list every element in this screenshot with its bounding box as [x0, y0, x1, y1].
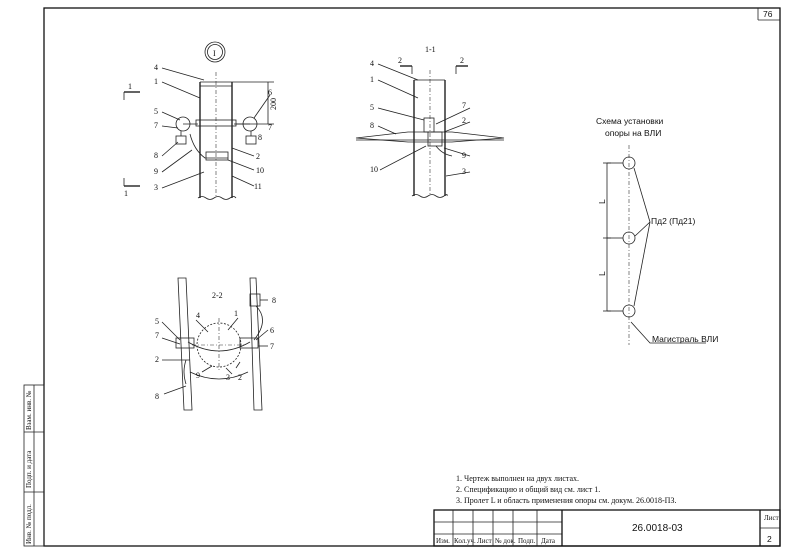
section-title: 2-2: [212, 291, 223, 300]
callout: 10: [370, 165, 378, 174]
title-block: 26.0018-03 Лист 2 Изм. Кол.уч. Лист № до…: [433, 509, 781, 547]
doc-code: 26.0018-03: [632, 523, 683, 534]
callout: 5: [370, 103, 374, 112]
callout: 2: [238, 373, 242, 382]
callout: 9: [462, 151, 466, 160]
callout: 8: [272, 296, 276, 305]
callout: 5: [155, 317, 159, 326]
col-kol-uch: Кол.уч.: [454, 537, 476, 545]
stamp-podp-data: Подп. и дата: [25, 450, 33, 488]
col-izm: Изм.: [436, 537, 450, 545]
callout: 2: [462, 116, 466, 125]
callout: 9: [154, 167, 158, 176]
span-L1: L: [597, 199, 607, 204]
view-section-1-1: 1-1 2 2: [355, 45, 505, 198]
mainline-label: Магистраль ВЛИ: [652, 334, 718, 344]
installation-scheme: Схема установки опоры на ВЛИ L L Пд2 (Пд…: [596, 116, 718, 345]
callout: 4: [196, 311, 200, 320]
note-2: 2. Спецификацию и общий вид см. лист 1.: [456, 485, 601, 494]
callout: 6: [270, 326, 274, 335]
callout: 4: [370, 59, 374, 68]
stamp-inv-podl: Инв. № подл.: [25, 504, 33, 544]
view-front: I 200 1 1: [123, 41, 278, 200]
callout: 4: [154, 63, 158, 72]
callout: 8: [258, 133, 262, 142]
side-stamp: Взам. инв. № Подп. и дата Инв. № подл.: [23, 384, 45, 547]
callout: 3: [154, 183, 158, 192]
dim-200: 200: [269, 98, 278, 110]
note-3: 3. Пролет L и область применения опоры с…: [456, 496, 677, 505]
callout: 7: [268, 123, 272, 132]
view-section-2-2: 2-2: [161, 277, 269, 411]
section-mark-b: 2: [460, 56, 464, 65]
sheet-value: 2: [767, 534, 772, 544]
scheme-title-line1: Схема установки: [596, 116, 664, 126]
callout: 8: [154, 151, 158, 160]
callout: 3: [462, 167, 466, 176]
callout: 7: [462, 101, 466, 110]
view-section-2-2-callouts: 8 5 4 1 7 6 7 2 9 3 2 8: [155, 296, 276, 401]
view-section-1-1-callouts: 4 1 5 7 8 2 9 10 3: [370, 59, 466, 176]
callout: 1: [370, 75, 374, 84]
view-marker-label: I: [213, 49, 216, 58]
scheme-title-line2: опоры на ВЛИ: [605, 128, 661, 138]
callout: 6: [268, 88, 272, 97]
drawing-frame: [43, 7, 781, 547]
callout: 5: [154, 107, 158, 116]
section-mark-top: 1: [128, 82, 132, 91]
view-marker-circle: [204, 41, 226, 63]
callout: 10: [256, 166, 264, 175]
section-mark-bottom: 1: [124, 189, 128, 198]
col-list: Лист: [477, 537, 492, 545]
callout: 1: [154, 77, 158, 86]
col-podp: Подп.: [518, 537, 536, 545]
callout: 11: [254, 182, 262, 191]
sheet-number: 76: [763, 9, 773, 19]
section-mark-a: 2: [398, 56, 402, 65]
callout: 2: [256, 152, 260, 161]
callout: 8: [155, 392, 159, 401]
span-L2: L: [597, 271, 607, 276]
col-ndok: № док.: [495, 537, 516, 545]
col-data: Дата: [541, 537, 556, 545]
callout: 7: [270, 342, 274, 351]
view-front-callouts: 4 1 5 6 7 7 8 8 9 2 10 3 11: [154, 63, 272, 192]
callout: 1: [234, 309, 238, 318]
sheet-label: Лист: [764, 514, 779, 522]
callout: 7: [155, 331, 159, 340]
sheet-number-box: 76: [757, 8, 780, 21]
callout: 9: [196, 371, 200, 380]
callout: 3: [226, 373, 230, 382]
section-title: 1-1: [425, 45, 436, 54]
stamp-vzam-inv: Взам. инв. №: [25, 390, 33, 430]
callout: 7: [154, 121, 158, 130]
support-type-label: Пд2 (Пд21): [651, 216, 696, 226]
note-1: 1. Чертеж выполнен на двух листах.: [456, 474, 580, 483]
callout: 8: [370, 121, 374, 130]
callout: 2: [155, 355, 159, 364]
